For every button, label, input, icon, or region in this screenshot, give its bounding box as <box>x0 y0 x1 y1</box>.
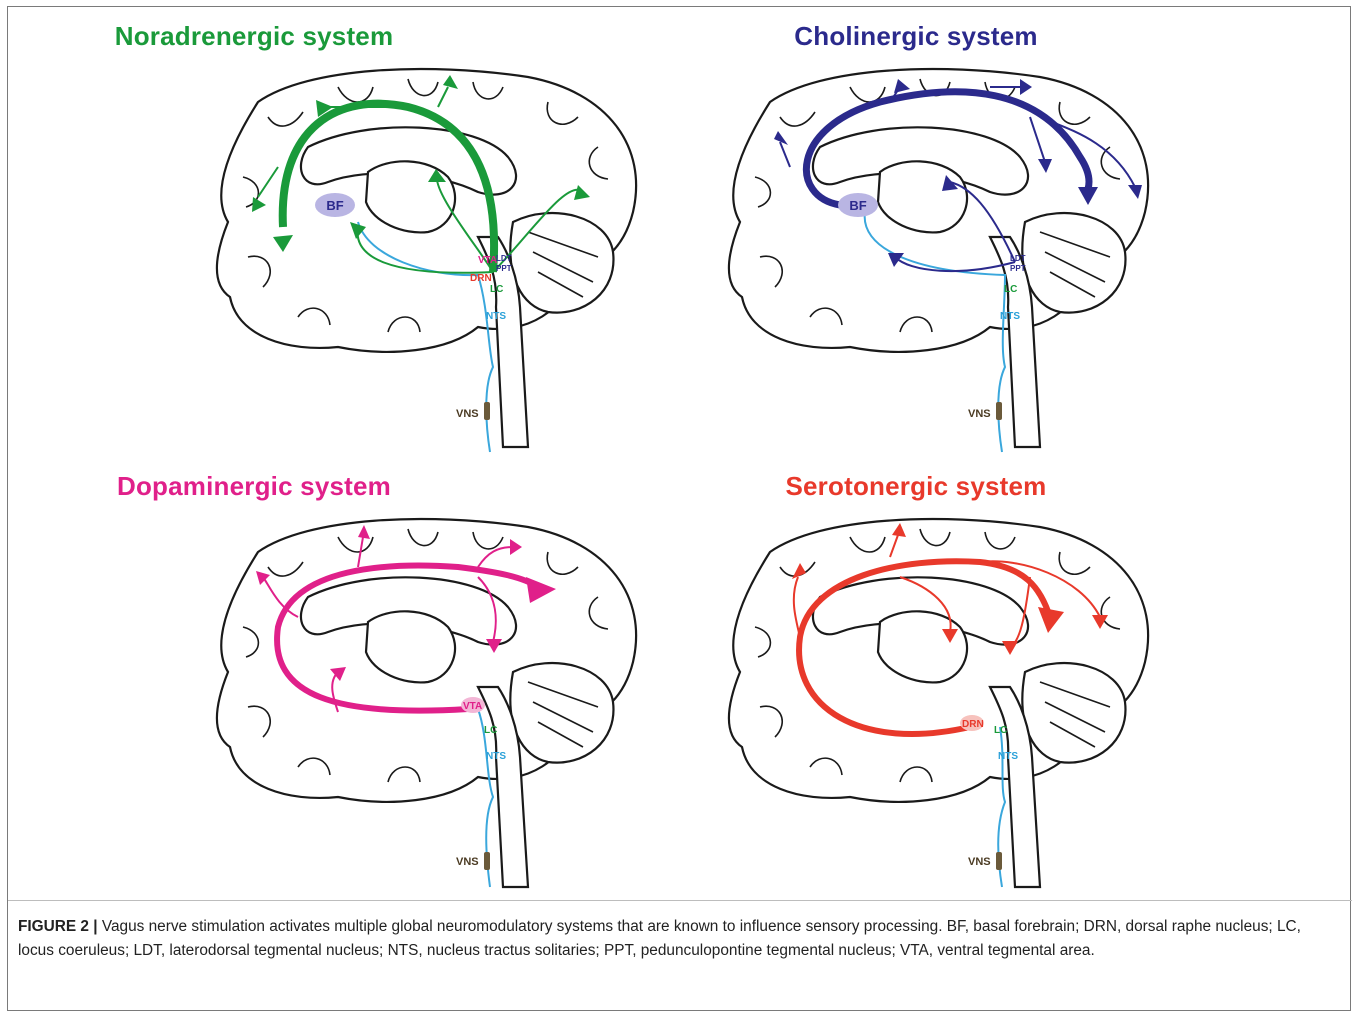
figure-frame: Noradrenergic system <box>7 6 1351 1011</box>
lc-label: LC <box>994 725 1007 736</box>
vns-electrode <box>996 402 1002 420</box>
lc-label: LC <box>484 725 497 736</box>
ldt-label: LDT <box>1010 254 1026 263</box>
panel-dopaminergic: Dopaminergic system <box>8 457 680 927</box>
vns-electrode <box>996 852 1002 870</box>
brain-diagram: VTA LC NTS VNS <box>8 457 680 897</box>
brain-diagram: BF VTA LDT PPT DRN LC NTS VNS <box>8 7 680 477</box>
panel-cholinergic: Cholinergic system <box>680 7 1352 477</box>
lc-label: LC <box>490 284 503 295</box>
figure-caption: FIGURE 2 | Vagus nerve stimulation activ… <box>18 915 1338 963</box>
vns-electrode <box>484 852 490 870</box>
nts-label: NTS <box>1000 311 1020 322</box>
panel-serotonergic: Serotonergic system <box>680 457 1352 927</box>
vns-label: VNS <box>968 408 991 420</box>
nts-label: NTS <box>486 311 506 322</box>
vta-label: VTA <box>463 701 482 712</box>
drn-label: DRN <box>962 719 984 730</box>
lc-label: LC <box>1004 284 1017 295</box>
nts-label: NTS <box>998 751 1018 762</box>
vns-label: VNS <box>456 856 479 868</box>
vta-label: VTA <box>478 255 497 266</box>
brain-diagram: BF LDT PPT LC NTS VNS <box>680 7 1352 477</box>
vns-label: VNS <box>456 408 479 420</box>
nts-label: NTS <box>486 751 506 762</box>
caption-text: Vagus nerve stimulation activates multip… <box>18 918 1301 959</box>
caption-label: FIGURE 2 | <box>18 918 98 935</box>
caption-divider <box>8 900 1352 901</box>
brain-diagram: DRN LC NTS VNS <box>680 457 1352 897</box>
vns-label: VNS <box>968 856 991 868</box>
bf-label: BF <box>849 198 866 213</box>
panel-noradrenergic: Noradrenergic system <box>8 7 680 477</box>
brain-outline <box>217 519 636 887</box>
bf-label: BF <box>326 198 343 213</box>
ppt-label: PPT <box>1010 264 1026 273</box>
drn-label: DRN <box>470 273 492 284</box>
ppt-label: PPT <box>496 264 512 273</box>
brain-outline <box>729 519 1148 887</box>
ldt-label: LDT <box>496 254 512 263</box>
vns-electrode <box>484 402 490 420</box>
